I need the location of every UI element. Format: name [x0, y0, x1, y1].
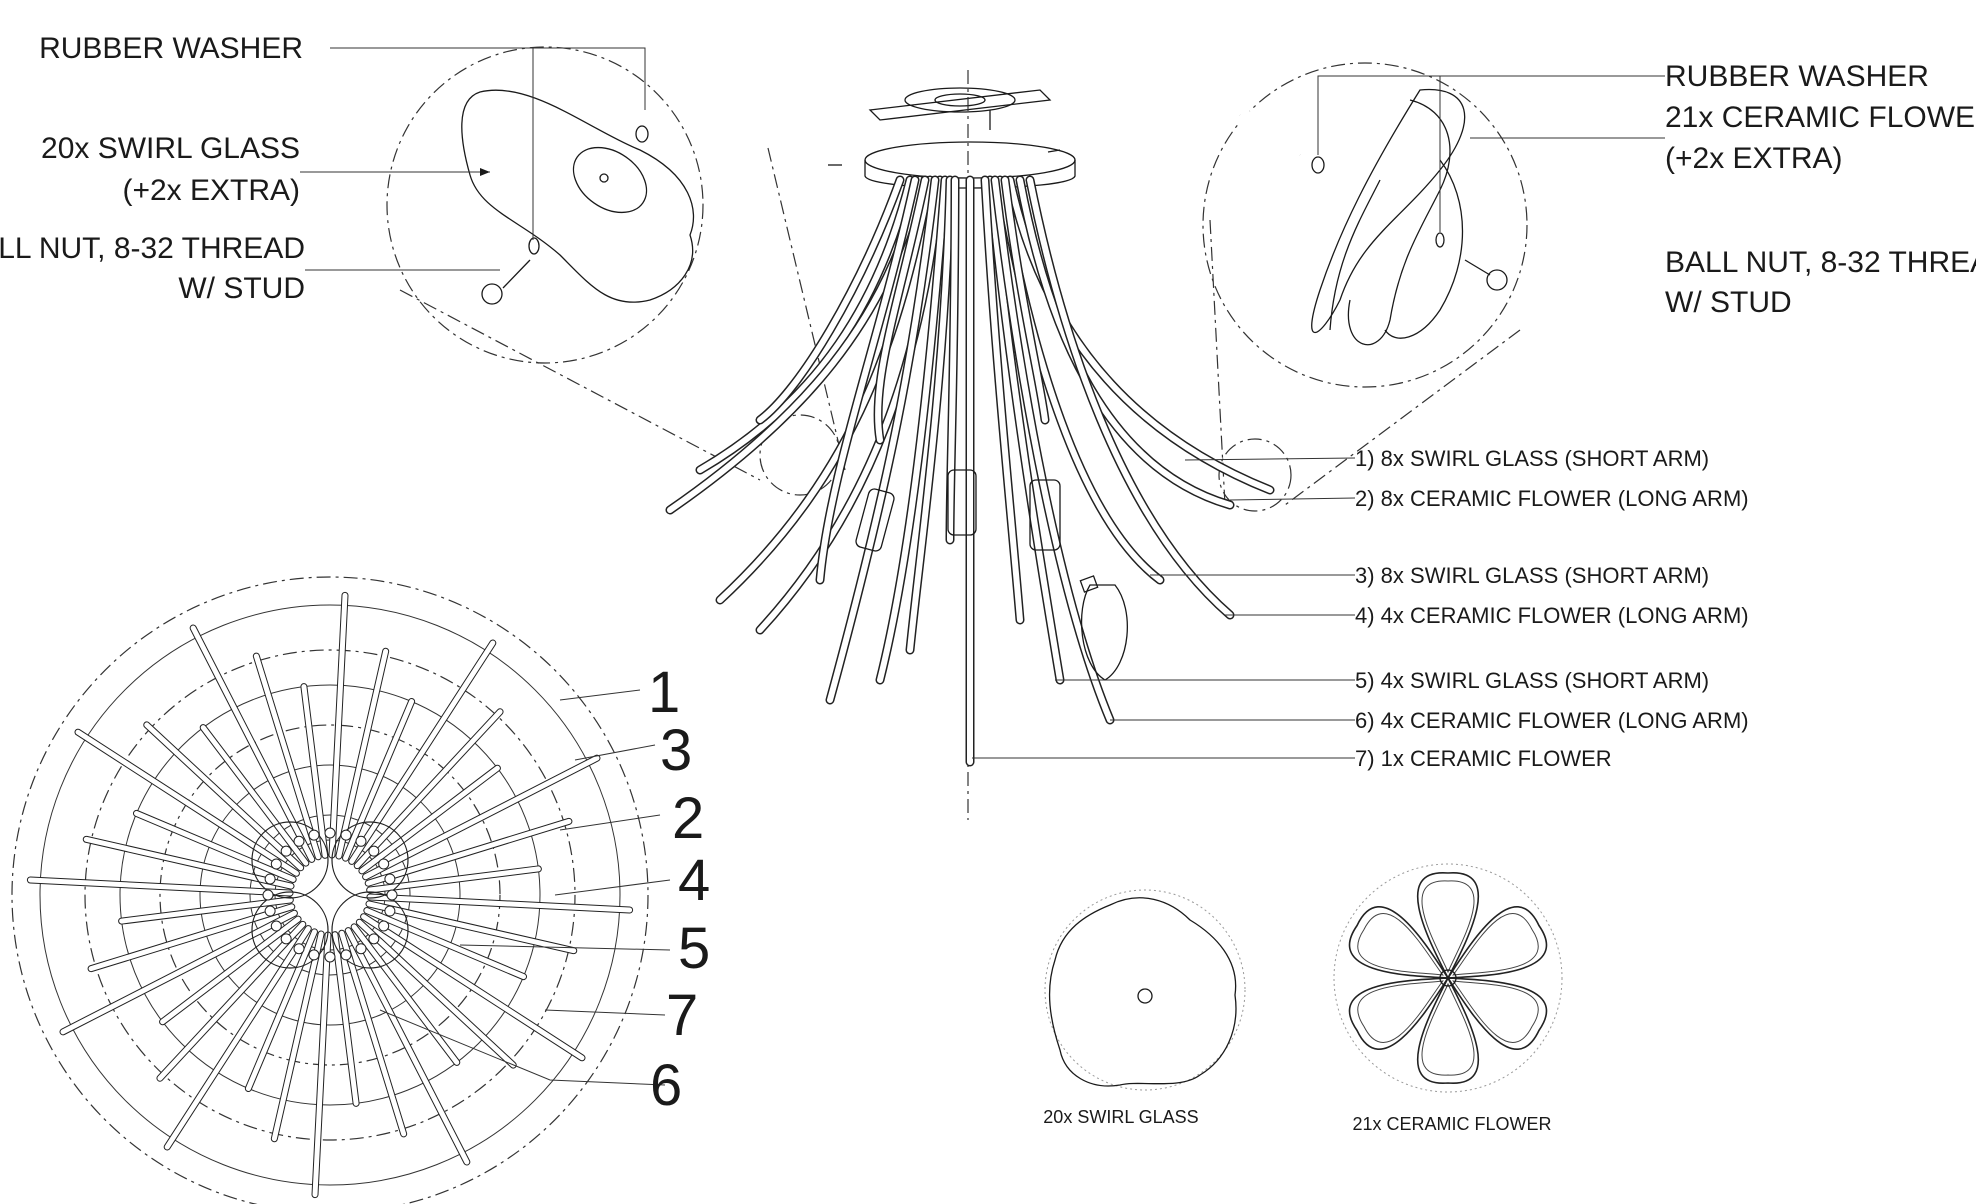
label-ball-nut-stud-right: W/ STUD — [1665, 286, 1792, 319]
label-swirl-glass-left: 20x SWIRL GLASS — [41, 132, 300, 165]
rubber-washer-right — [1311, 156, 1325, 174]
parts-list-item-7: 7) 1x CERAMIC FLOWER — [1355, 746, 1612, 771]
parts-list-item-4: 4) 4x CERAMIC FLOWER (LONG ARM) — [1355, 603, 1749, 628]
parts-list-item-2: 2) 8x CERAMIC FLOWER (LONG ARM) — [1355, 486, 1749, 511]
plan-hub-lobe — [251, 821, 329, 899]
fixture-elevation — [665, 70, 1356, 820]
plan-hub-lobe — [331, 891, 409, 969]
plan-hubs — [251, 821, 409, 969]
ceramic-flower-petal — [1311, 88, 1466, 334]
plan-number-5: 5 — [678, 916, 710, 981]
ceramic-flower-detail — [1202, 62, 1665, 512]
flower-petal — [1446, 906, 1548, 979]
plan-number-1: 1 — [648, 660, 680, 725]
canopy — [864, 141, 1076, 179]
mounting-bracket — [868, 89, 1052, 121]
detail-circle-left — [386, 46, 704, 364]
parts-list-item-3: 3) 8x SWIRL GLASS (SHORT ARM) — [1355, 563, 1709, 588]
ceramic-flower-petals — [1348, 872, 1548, 1084]
label-ball-nut-left: BALL NUT, 8-32 THREAD — [0, 232, 305, 265]
label-rubber-washer-left: RUBBER WASHER — [39, 32, 303, 65]
parts-list-item-6: 6) 4x CERAMIC FLOWER (LONG ARM) — [1355, 708, 1749, 733]
plan-outer-circle — [11, 576, 649, 1204]
detail-circle-right — [1202, 62, 1528, 388]
flower-petal — [1446, 977, 1548, 1050]
flower-petal — [1348, 906, 1450, 979]
label-ceramic-flower-right: 21x CERAMIC FLOWER — [1665, 101, 1976, 134]
swirl-glass-shade — [461, 89, 695, 303]
plan-view — [11, 576, 671, 1204]
swirl-glass-outline — [1048, 897, 1237, 1087]
swirl-glass-top-view — [1044, 889, 1246, 1091]
label-swirl-glass-view: 20x SWIRL GLASS — [1043, 1107, 1198, 1127]
label-ceramic-flower-view: 21x CERAMIC FLOWER — [1352, 1114, 1551, 1134]
plan-number-6: 6 — [650, 1053, 682, 1118]
ball-nut-stud-left — [502, 259, 531, 289]
plan-hub-lobe — [331, 821, 409, 899]
label-ceramic-flower-extra: (+2x EXTRA) — [1665, 142, 1843, 175]
flower-petal — [1416, 872, 1480, 980]
plan-number-2: 2 — [672, 786, 704, 851]
label-ball-nut-stud-left: W/ STUD — [178, 272, 305, 305]
plan-number-4: 4 — [678, 848, 710, 913]
fixture-arms-right — [980, 175, 1275, 725]
flower-petal — [1416, 976, 1480, 1084]
label-swirl-glass-extra: (+2x EXTRA) — [122, 174, 300, 207]
parts-list-item-1: 1) 8x SWIRL GLASS (SHORT ARM) — [1355, 446, 1709, 471]
parts-list-item-5: 5) 4x SWIRL GLASS (SHORT ARM) — [1355, 668, 1709, 693]
ceramic-flower-top-view — [1333, 863, 1563, 1093]
label-rubber-washer-right: RUBBER WASHER — [1665, 60, 1929, 93]
plan-number-3: 3 — [660, 718, 692, 783]
plan-number-7: 7 — [666, 983, 698, 1048]
flower-petal — [1348, 977, 1450, 1050]
label-ball-nut-right: BALL NUT, 8-32 THREAD — [1665, 246, 1976, 279]
fixture-arms-left — [665, 175, 960, 705]
socket — [1029, 479, 1061, 551]
swirl-glass-detail — [300, 46, 846, 496]
plan-hub-lobe — [251, 891, 329, 969]
ball-nut-stud-right — [1464, 259, 1491, 276]
rubber-washer-left — [635, 125, 649, 143]
